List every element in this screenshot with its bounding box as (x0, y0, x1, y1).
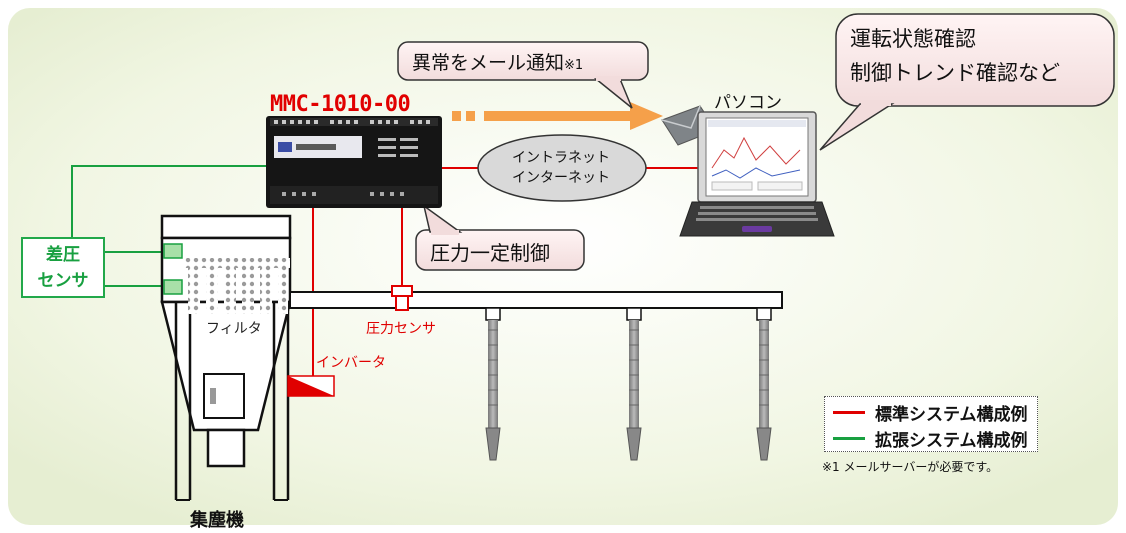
extended-wiring (71, 165, 270, 287)
diff-sensor-port-lower (163, 279, 183, 295)
suction-hose-1 (485, 307, 501, 461)
network-ellipse (477, 134, 647, 202)
network-line1: イントラネット (512, 150, 610, 166)
inverter-label: インバータ (316, 355, 386, 371)
legend-label-standard: 標準システム構成例 (875, 404, 1028, 425)
notify-note: ※1 (564, 58, 584, 73)
pc-info-callout-text: 運転状態確認 制御トレンド確認など (850, 22, 1060, 90)
legend-label-extended: 拡張システム構成例 (875, 430, 1028, 451)
legend-item-standard: 標準システム構成例 (833, 400, 1028, 425)
pc-info-line2: 制御トレンド確認など (850, 61, 1060, 85)
legend: 標準システム構成例 拡張システム構成例 (824, 396, 1038, 452)
network-line2: インターネット (512, 170, 610, 186)
inverter-icon (287, 375, 335, 397)
diff-pressure-line2: センサ (37, 271, 89, 291)
legend-line-extended (833, 436, 865, 440)
notify-callout-text: 異常をメール通知※1 (412, 48, 583, 75)
mail-notification-arrow (452, 102, 663, 130)
notify-callout-bubble (397, 41, 649, 109)
pressure-control-text: 圧力一定制御 (430, 241, 550, 265)
standard-wiring (312, 167, 706, 376)
device-model-label: MMC-1010-00 (270, 92, 411, 117)
pressure-control-callout-bubble (415, 204, 585, 271)
pressure-sensor-icon (391, 285, 413, 311)
pressure-sensor-label: 圧力センサ (366, 321, 436, 337)
pc-label: パソコン (714, 93, 782, 113)
pc-info-line1: 運転状態確認 (850, 27, 976, 51)
hose-ribs (488, 329, 769, 406)
filter-label: フィルタ (206, 321, 262, 337)
pc-info-callout-bubble (819, 13, 1115, 151)
diff-pressure-line1: 差圧 (46, 245, 80, 265)
notify-text: 異常をメール通知 (412, 52, 565, 74)
legend-line-standard (833, 410, 865, 414)
suction-hose-2 (626, 307, 642, 461)
legend-item-extended: 拡張システム構成例 (833, 426, 1028, 451)
controller-device (266, 116, 442, 208)
diff-sensor-port-upper (163, 243, 183, 259)
dust-collector (160, 214, 292, 501)
suction-hose-3 (756, 307, 772, 461)
dust-collector-label: 集塵機 (190, 510, 244, 531)
laptop-pc (679, 111, 835, 237)
legend-footnote: ※1 メールサーバーが必要です。 (822, 460, 999, 474)
duct-pipe (289, 291, 783, 309)
network-label: イントラネット インターネット (476, 148, 646, 188)
diff-pressure-sensor-box: 差圧 センサ (21, 237, 105, 298)
